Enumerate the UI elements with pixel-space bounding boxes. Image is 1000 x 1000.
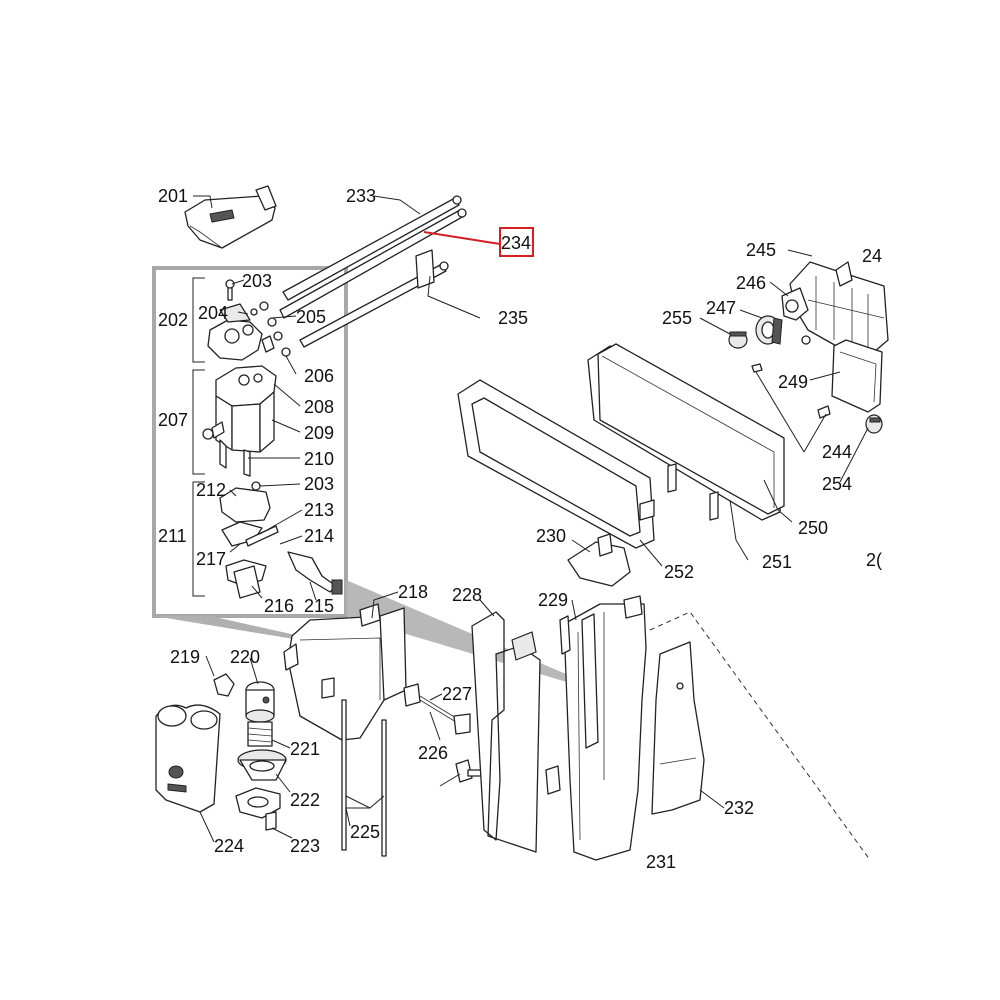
highlighted-callout-234 <box>423 227 534 257</box>
label-232: 232 <box>724 798 754 818</box>
part-247-knob <box>755 315 783 345</box>
label-201: 201 <box>158 186 188 206</box>
part-232-side-cover <box>651 641 705 815</box>
label-244: 244 <box>822 442 852 462</box>
label-207: 207 <box>158 410 188 430</box>
label-220: 220 <box>230 647 260 667</box>
label-216: 216 <box>264 596 294 616</box>
label-209: 209 <box>304 423 334 443</box>
part-255-button <box>728 331 748 349</box>
label-225: 225 <box>350 822 380 842</box>
part-224-front-panel <box>155 704 221 813</box>
label-218: 218 <box>398 582 428 602</box>
label-248: 24 <box>862 246 882 266</box>
label-204: 204 <box>198 303 228 323</box>
group-brackets <box>192 277 205 597</box>
label-214: 214 <box>304 526 334 546</box>
label-219: 219 <box>170 647 200 667</box>
part-229-frame <box>545 595 647 861</box>
label-255: 255 <box>662 308 692 328</box>
part-233-rods <box>279 195 467 319</box>
label-250: 250 <box>798 518 828 538</box>
label-217: 217 <box>196 549 226 569</box>
label-206: 206 <box>304 366 334 386</box>
part-226-connector-cable <box>403 683 471 735</box>
label-213: 213 <box>304 500 334 520</box>
label-246: 246 <box>736 273 766 293</box>
label-230: 230 <box>536 526 566 546</box>
part-230-clip <box>567 533 631 587</box>
part-219-clip <box>213 673 235 697</box>
part-246-dial <box>781 287 811 345</box>
label-252: 252 <box>664 562 694 582</box>
part-252-frame <box>457 379 655 549</box>
label-256: 2( <box>866 550 882 570</box>
label-208: 208 <box>304 397 334 417</box>
part-220-valve-head <box>245 681 275 723</box>
part-244-screws <box>751 363 831 419</box>
label-226: 226 <box>418 743 448 763</box>
label-212: 212 <box>196 480 226 500</box>
label-235: 235 <box>498 308 528 328</box>
label-247: 247 <box>706 298 736 318</box>
part-254-cap <box>865 414 883 434</box>
part-222-valve-base <box>237 749 287 781</box>
label-222: 222 <box>290 790 320 810</box>
label-211: 211 <box>158 526 187 546</box>
part-250-gasket <box>597 343 785 515</box>
part-221-spring <box>247 721 273 747</box>
part-205-seal-rings <box>250 301 291 357</box>
label-210: 210 <box>304 449 334 469</box>
label-227: 227 <box>442 684 472 704</box>
label-249: 249 <box>778 372 808 392</box>
part-249-window <box>831 339 883 413</box>
label-203a: 203 <box>242 271 272 291</box>
part-number-labels: 201 233 234 235 203 202 204 205 206 208 … <box>158 186 882 872</box>
label-234: 234 <box>501 233 531 253</box>
label-202: 202 <box>158 310 188 330</box>
label-233: 233 <box>346 186 376 206</box>
leader-lines <box>193 195 869 843</box>
part-207-housing <box>202 365 277 477</box>
part-211-bracket-set <box>219 481 343 599</box>
label-231: 231 <box>646 852 676 872</box>
label-215: 215 <box>304 596 334 616</box>
part-245-bracket <box>789 261 889 353</box>
label-228: 228 <box>452 585 482 605</box>
label-221: 221 <box>290 739 320 759</box>
part-201-cover <box>184 185 277 249</box>
part-228-side-panel <box>471 611 541 853</box>
part-258-switch <box>455 759 483 783</box>
label-203b: 203 <box>304 474 334 494</box>
label-205: 205 <box>296 307 326 327</box>
label-229: 229 <box>538 590 568 610</box>
part-225-tubes <box>341 699 387 857</box>
label-251: 251 <box>762 552 792 572</box>
label-254: 254 <box>822 474 852 494</box>
label-245: 245 <box>746 240 776 260</box>
part-202-valve-assembly <box>207 279 263 361</box>
label-224: 224 <box>214 836 244 856</box>
label-223: 223 <box>290 836 320 856</box>
part-218-water-tank-housing <box>283 603 407 741</box>
part-223-gasket <box>235 787 281 831</box>
